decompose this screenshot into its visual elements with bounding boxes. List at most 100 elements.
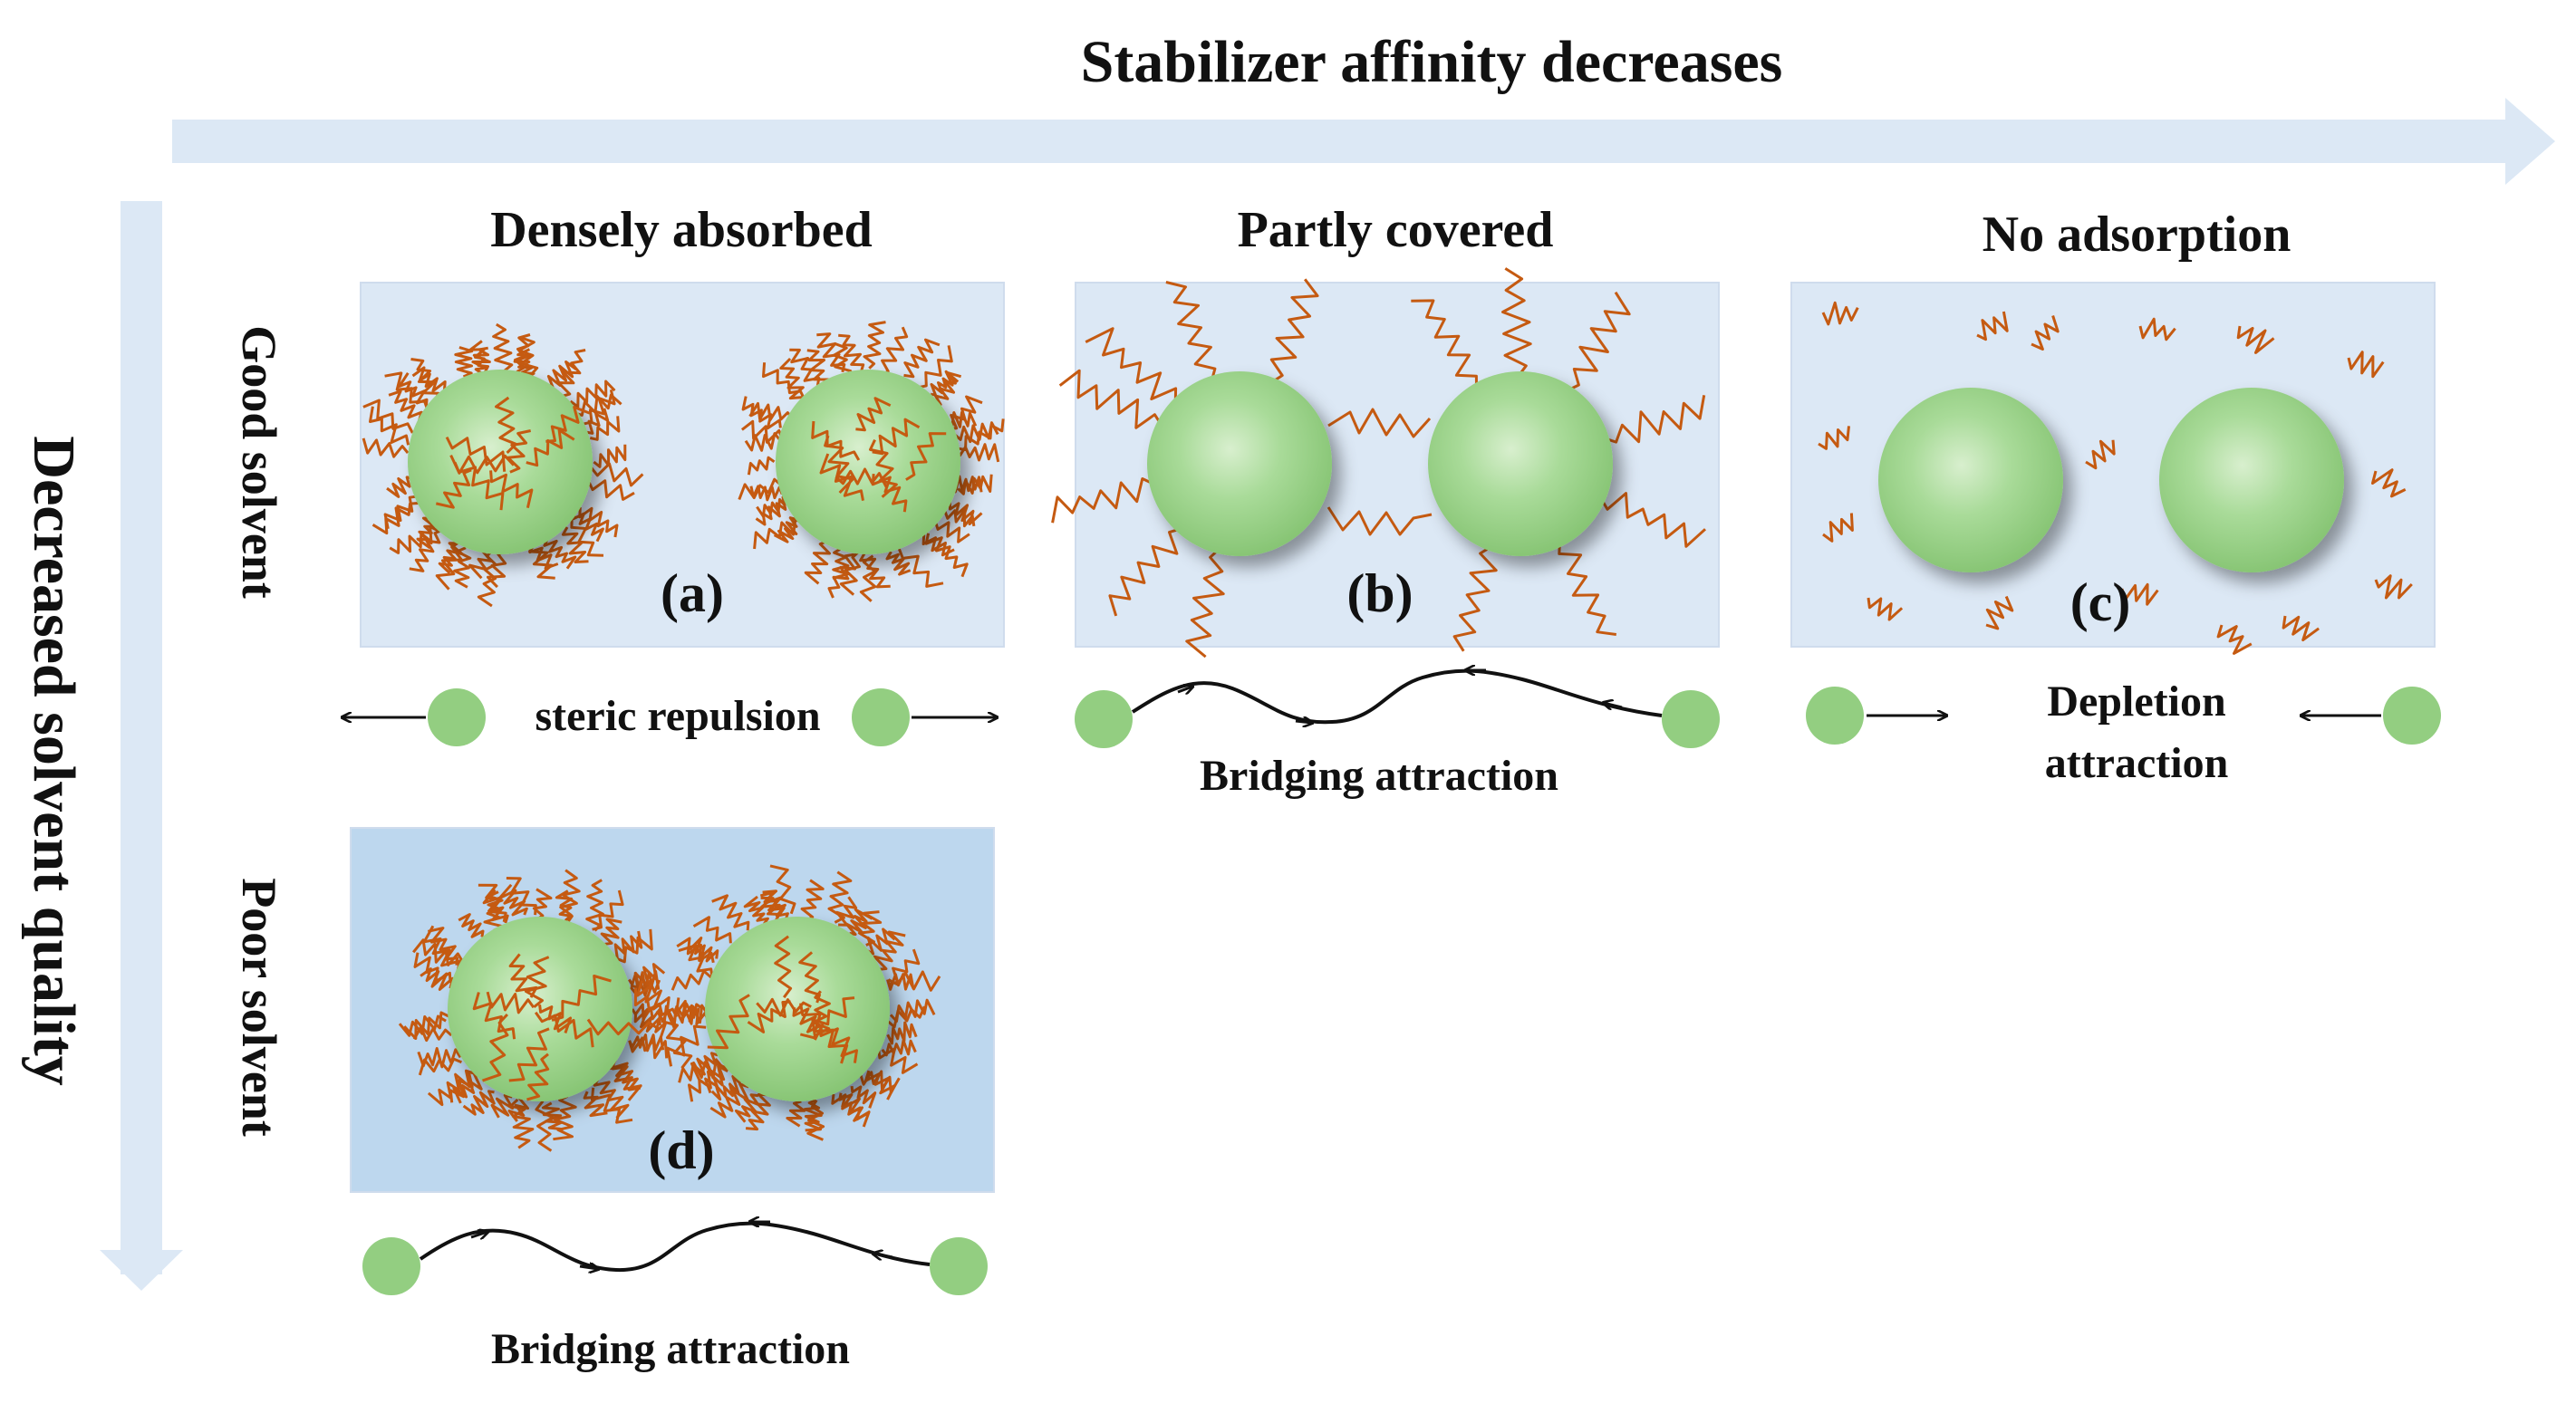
polymer-chain xyxy=(948,395,983,431)
interaction-d-arrow-1 xyxy=(470,1232,487,1237)
polymer-chain xyxy=(545,406,591,443)
polymer-chain xyxy=(915,345,953,389)
polymer-chain xyxy=(774,935,793,999)
affinity-arrow xyxy=(172,98,2555,185)
row-label-poor-solvent: Poor solvent xyxy=(232,878,286,1136)
polymer-coil xyxy=(2085,439,2116,470)
polymer-chain xyxy=(886,973,915,991)
polymer-chain xyxy=(490,1093,515,1119)
interaction-c: Depletion attraction xyxy=(1806,678,2441,787)
polymer-chain xyxy=(545,360,577,390)
polymer-chain xyxy=(934,370,962,408)
polymer-chain xyxy=(578,506,619,538)
interaction-b-particle-left xyxy=(1075,690,1133,748)
polymer-chain xyxy=(589,416,621,441)
polymer-chain xyxy=(671,969,713,991)
row-label-good-solvent: Good solvent xyxy=(232,325,286,599)
column-header-densely-absorbed: Densely absorbed xyxy=(490,202,873,258)
interaction-b-arrow-1 xyxy=(1177,687,1192,692)
polymer-chain xyxy=(508,1098,535,1149)
polymer-chain xyxy=(482,1013,509,1082)
panel-a-particle-right xyxy=(776,370,960,554)
polymer-chain xyxy=(835,467,888,488)
interaction-b-particle-right xyxy=(1662,690,1720,748)
polymer-chain xyxy=(859,554,877,602)
affinity-arrow-head xyxy=(2505,98,2555,185)
polymer-chain xyxy=(386,476,413,498)
interaction-d-particle-right xyxy=(930,1237,988,1295)
polymer-chain xyxy=(416,516,436,550)
panel-c-label: (c) xyxy=(2070,572,2131,632)
polymer-chain xyxy=(569,380,616,409)
polymer-chain xyxy=(403,1011,450,1040)
polymer-chain xyxy=(850,1085,877,1109)
interaction-d-arrow-4 xyxy=(873,1254,893,1257)
polymer-chain xyxy=(779,357,809,406)
polymer-coil xyxy=(2120,582,2159,606)
polymer-chain xyxy=(747,456,776,476)
panel-b-polymer-chains xyxy=(1051,267,1707,658)
panel-a-polymer-chains xyxy=(362,321,1005,608)
polymer-chain xyxy=(1501,267,1532,378)
polymer-chain xyxy=(930,370,960,397)
polymer-chain xyxy=(613,928,653,964)
polymer-chain xyxy=(819,1024,858,1063)
polymer-chain xyxy=(819,453,864,501)
polymer-coil xyxy=(2031,315,2060,351)
polymer-chain xyxy=(454,346,474,379)
polymer-chain xyxy=(384,371,429,412)
polymer-chain xyxy=(745,1092,771,1131)
interaction-d-particle-left xyxy=(362,1237,420,1295)
panel-c-particle-left xyxy=(1878,388,2063,572)
polymer-chain xyxy=(859,1070,901,1094)
polymer-chain xyxy=(1327,506,1433,536)
polymer-chain xyxy=(592,889,624,931)
polymer-chain xyxy=(524,956,550,1008)
polymer-chain xyxy=(492,322,514,373)
polymer-chain xyxy=(586,479,635,501)
polymer-chain xyxy=(559,869,581,922)
polymer-chain xyxy=(877,1047,919,1074)
polymer-chain xyxy=(628,1033,665,1053)
polymer-chain xyxy=(1567,291,1631,392)
polymer-chain xyxy=(863,321,886,370)
polymer-chain xyxy=(1108,527,1182,617)
polymer-chain xyxy=(734,1093,760,1123)
polymer-chain xyxy=(744,432,782,452)
polymer-chain xyxy=(773,516,798,543)
polymer-chain xyxy=(628,1036,669,1060)
polymer-chain xyxy=(1603,395,1706,444)
polymer-chain xyxy=(707,994,750,1050)
panel-b-label: (b) xyxy=(1346,563,1413,623)
polymer-chain xyxy=(799,996,855,1040)
polymer-chain xyxy=(561,526,589,563)
polymer-chain xyxy=(806,349,830,388)
polymer-chain xyxy=(427,1069,475,1107)
panel-d-polymer-chains-on-surface xyxy=(472,935,858,1101)
polymer-chain xyxy=(593,444,627,468)
solvent-quality-arrow-shaft xyxy=(121,201,162,1274)
polymer-coil xyxy=(1985,595,2014,630)
polymer-chain xyxy=(1599,492,1707,548)
polymer-chain xyxy=(535,1100,555,1152)
polymer-chain xyxy=(517,336,539,377)
polymer-chain xyxy=(472,992,516,1040)
polymer-chain xyxy=(688,937,719,963)
polymer-chain xyxy=(804,540,831,585)
polymer-chain xyxy=(362,437,410,458)
polymer-chain xyxy=(583,1091,608,1118)
polymer-chain xyxy=(534,1011,594,1048)
affinity-arrow-label: Stabilizer affinity decreases xyxy=(1081,29,1783,95)
column-header-partly-covered: Partly covered xyxy=(1238,202,1554,258)
polymer-chain xyxy=(636,980,671,1011)
panel-a-polymer-chains-on-surface xyxy=(435,396,947,513)
polymer-chain xyxy=(872,418,921,456)
polymer-chain xyxy=(388,389,423,422)
polymer-chain xyxy=(572,511,604,543)
polymer-chain xyxy=(838,333,865,372)
polymer-chain xyxy=(833,341,853,379)
polymer-chain xyxy=(743,895,769,925)
interaction-b: Bridging attraction xyxy=(1075,670,1720,800)
